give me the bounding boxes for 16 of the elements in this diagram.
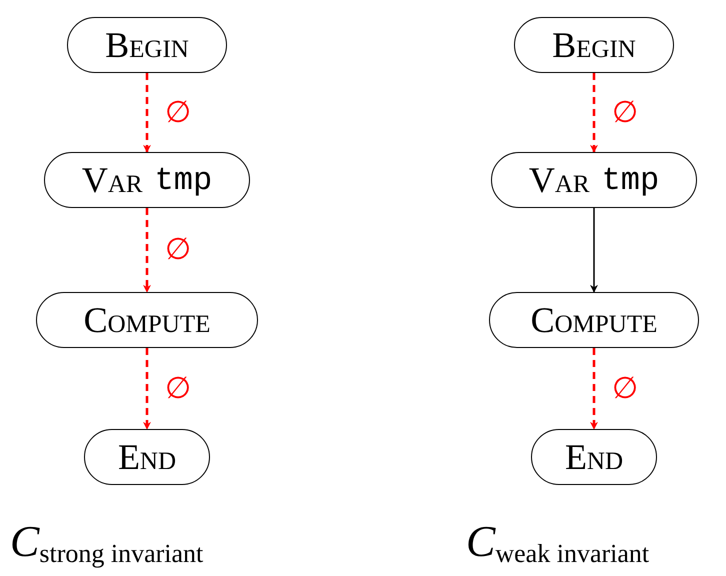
process-box: Var tmp	[44, 152, 250, 208]
arrow	[143, 208, 151, 293]
arrow	[590, 348, 598, 430]
process-box: Compute	[489, 292, 699, 348]
arrow	[143, 348, 151, 430]
arrow	[590, 208, 598, 293]
arrow	[143, 73, 151, 153]
caption: C$_{weak invariant}$	[466, 520, 650, 567]
process-box: Begin	[514, 17, 674, 73]
process-box: Begin	[67, 17, 227, 73]
arrow	[590, 73, 598, 153]
process-box: Compute	[36, 292, 258, 348]
process-box: End	[531, 429, 657, 485]
caption: C$_{strong invariant}$	[10, 520, 204, 567]
process-box: Var tmp	[491, 152, 697, 208]
process-box: End	[84, 429, 210, 485]
